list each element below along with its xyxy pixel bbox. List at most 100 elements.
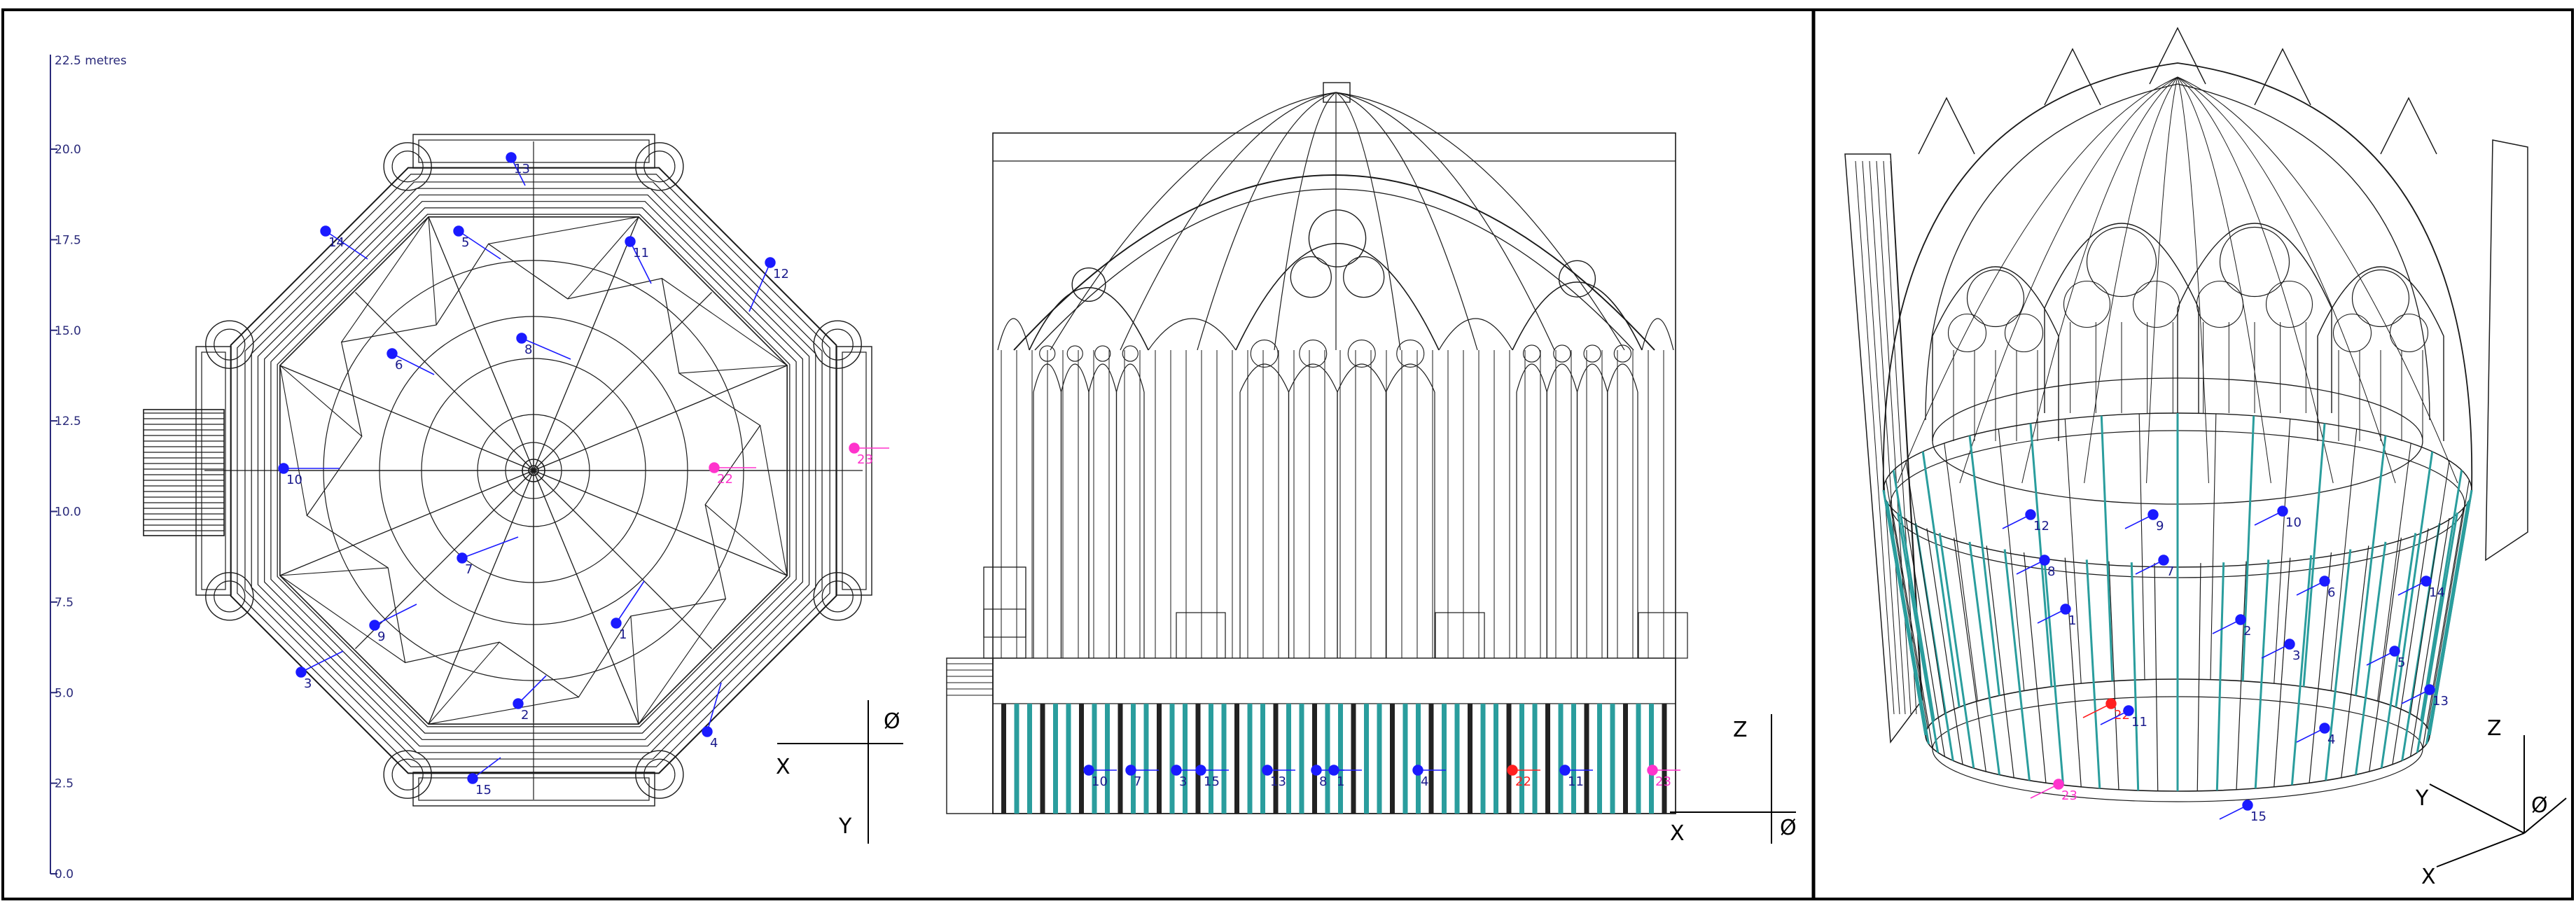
persp-sensor-5-label: 5 — [2397, 655, 2405, 670]
persp-drum-post-back — [2100, 415, 2114, 681]
elev-dado-panel — [1402, 704, 1408, 814]
plan-buttress — [205, 320, 254, 369]
persp-window-arch — [2177, 223, 2332, 413]
plan-lierne — [567, 216, 639, 300]
elev-rose-window — [1290, 256, 1332, 298]
elev-lancet-head — [1516, 363, 1547, 393]
elevation-axis-z-label: Z — [1733, 718, 1748, 742]
plan-lierne — [279, 365, 363, 437]
plan-lierne — [428, 216, 437, 326]
elev-rose-window — [1343, 256, 1385, 298]
persp-sensor-3-label: 3 — [2292, 648, 2300, 663]
elev-rose-window — [1071, 267, 1106, 302]
persp-window-arch — [2317, 266, 2444, 441]
plan-lierne — [279, 567, 389, 576]
plan-sensor-14-dot — [320, 225, 331, 237]
plan-radial-rib — [428, 216, 534, 471]
plan-stair-block — [143, 409, 225, 536]
plan-lierne — [760, 425, 788, 576]
persp-drum-post-back — [1921, 451, 1961, 708]
ruler-tick-label-17.5: 17.5 — [55, 233, 81, 247]
plan-sensor-7-label: 7 — [465, 562, 473, 577]
plan-sensor-11-dot — [625, 236, 636, 247]
plan-buttress-inner — [214, 328, 246, 361]
persp-sensor-13-dot — [2424, 684, 2435, 695]
persp-dome-inner — [1925, 83, 2430, 421]
persp-sensor-12-label: 12 — [2033, 519, 2049, 534]
persp-drum-post — [1986, 545, 2014, 778]
elev-lancet-head — [1088, 363, 1118, 393]
elev-trefoil — [1583, 344, 1601, 363]
persp-drum-post — [1938, 533, 1975, 769]
plan-sensor-13-dot — [506, 152, 517, 163]
plan-buttress — [813, 572, 862, 621]
persp-drum-post-back — [2410, 460, 2450, 714]
persp-drum-post-back — [2302, 423, 2326, 687]
plan-wall-outline — [251, 188, 816, 753]
plan-lierne — [279, 575, 405, 663]
elev-bay-arch — [1235, 242, 1440, 351]
plan-radial-rib — [533, 365, 788, 471]
persp-right-wall — [2485, 139, 2528, 562]
elev-dado-panel — [1286, 704, 1291, 814]
elev-dado-panel — [1558, 704, 1564, 814]
elev-trefoil — [1122, 345, 1139, 362]
persp-sensor-8-label: 8 — [2047, 564, 2055, 579]
elev-rose-window — [1558, 260, 1596, 298]
persp-window-rose — [2063, 280, 2111, 328]
persp-pinnacle — [2149, 27, 2206, 85]
elevation-axes: X Z Ø — [1670, 714, 1797, 846]
plan-sensor-8-label: 8 — [524, 342, 532, 357]
plan-sensor-1-direction — [615, 580, 645, 624]
persp-drum-post — [2215, 562, 2225, 791]
plan-buttress — [383, 142, 432, 191]
persp-dome-outline — [1882, 62, 2473, 491]
elev-annex — [946, 657, 994, 814]
plan-buttress — [635, 142, 684, 191]
persp-sensor-23-label: 23 — [2061, 788, 2077, 803]
plan-sensor-2-direction — [517, 675, 547, 704]
elev-dado-panel — [1442, 704, 1447, 814]
elev-dado-panel — [1636, 704, 1641, 814]
persp-sensor-7-label: 7 — [2166, 564, 2174, 579]
persp-sensor-1-dot — [2060, 604, 2071, 615]
elev-dado-panel — [1351, 704, 1356, 814]
elev-trefoil — [1299, 339, 1328, 368]
persp-sensor-10-label: 10 — [2285, 515, 2302, 530]
elev-trefoil — [1522, 344, 1541, 363]
elev-lancet-head — [1337, 363, 1387, 393]
persp-sensor-3-dot — [2284, 639, 2295, 650]
plan-sensor-1-label: 1 — [619, 627, 627, 642]
elev-dado-panel — [1092, 704, 1097, 814]
ruler-unit-label: 22.5 metres — [55, 54, 127, 68]
elev-dado-panel — [1584, 704, 1589, 814]
elev-sensor-1-dot — [1328, 765, 1339, 776]
persp-drum-post-back — [2355, 435, 2387, 696]
elev-sensor-13-label: 13 — [1270, 774, 1286, 789]
elev-sensor-22-label: 22 — [1515, 774, 1531, 789]
plan-sensor-3-label: 3 — [304, 676, 312, 691]
elev-sensor-10-dot — [1083, 765, 1094, 776]
elev-buttress-cap — [1638, 612, 1688, 659]
plan-buttress — [813, 320, 862, 369]
persp-drum-post — [1886, 501, 1930, 744]
elev-dado-panel — [1234, 704, 1239, 814]
plan-sensor-4-dot — [702, 726, 713, 737]
persp-drum-post — [2085, 559, 2101, 789]
elev-dado-panel — [1260, 704, 1265, 814]
plan-sensor-5-label: 5 — [461, 235, 469, 250]
persp-sensor-9-dot — [2147, 509, 2159, 520]
persp-drum-post — [2023, 552, 2047, 783]
persp-drum-post — [2425, 501, 2470, 744]
ruler-tick-label-15.0: 15.0 — [55, 324, 81, 338]
plan-sensor-10-label: 10 — [286, 473, 302, 487]
plan-sensor-8-direction — [521, 337, 571, 360]
elev-trefoil — [1613, 344, 1632, 363]
elev-dado-panel — [1468, 704, 1473, 814]
elev-dado-panel — [1506, 704, 1512, 814]
elev-pier-arch — [1438, 318, 1513, 351]
persp-sensor-15-label: 15 — [2250, 809, 2267, 824]
ruler-tick-label-12.5: 12.5 — [55, 414, 81, 428]
elev-sensor-7-dot — [1125, 765, 1136, 776]
